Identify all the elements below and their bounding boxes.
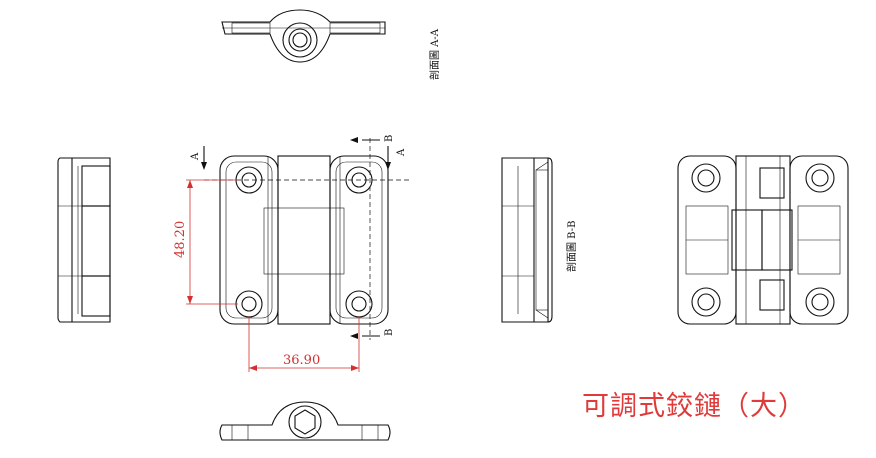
dimension-vertical: 48.20 xyxy=(173,221,188,258)
cut-label-a-left: A xyxy=(190,152,201,161)
left-side-view xyxy=(57,157,111,323)
section-bb-label: 剖面圖 B-B xyxy=(565,221,578,272)
cut-label-b-bottom: B xyxy=(384,329,395,336)
section-aa-view xyxy=(221,9,386,63)
back-view xyxy=(677,155,849,325)
dimension-lines xyxy=(186,179,360,372)
drawing-title: 可調式鉸鏈（大） xyxy=(582,391,806,422)
bottom-view xyxy=(219,401,391,441)
section-aa-label: 剖面圖 A-A xyxy=(428,28,441,80)
cut-label-b-top: B xyxy=(384,135,395,142)
cut-label-a-right: A xyxy=(396,148,407,157)
section-bb-view xyxy=(501,157,553,323)
dimension-horizontal: 36.90 xyxy=(283,353,320,368)
front-view xyxy=(201,137,412,340)
